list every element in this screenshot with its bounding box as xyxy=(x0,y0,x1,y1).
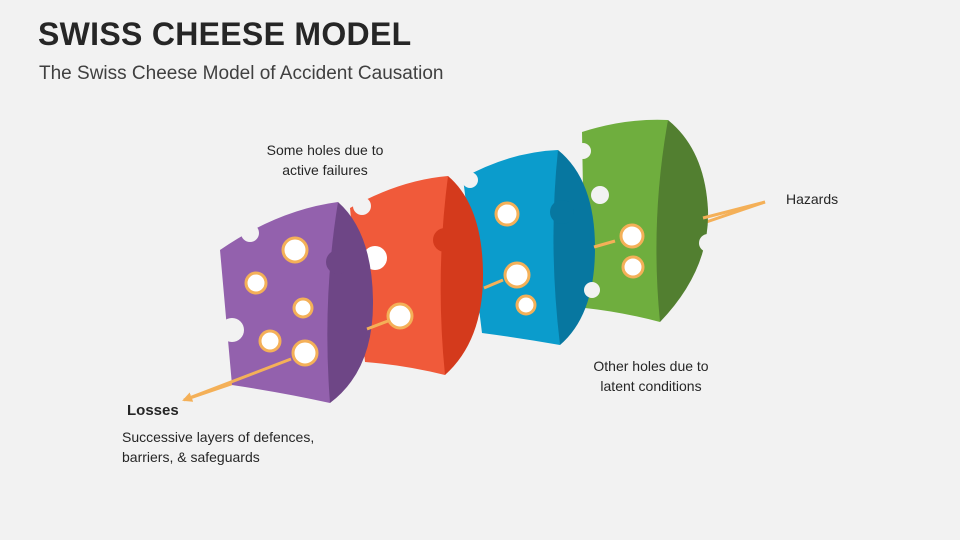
latent-conditions-label: Other holes due to latent conditions xyxy=(593,358,709,394)
hazard-arrow-tail xyxy=(702,200,766,220)
hazard-arrow-segment xyxy=(366,319,389,331)
page-subtitle: The Swiss Cheese Model of Accident Causa… xyxy=(39,63,444,84)
cheese-slice-purple xyxy=(220,202,374,403)
cheese-slice-green xyxy=(575,119,717,322)
hazard-arrow-segment xyxy=(593,239,616,249)
active-failures-label: Some holes due to active failures xyxy=(266,142,384,178)
losses-label: Losses xyxy=(127,402,179,419)
losses-arrow-head xyxy=(182,357,292,402)
hazard-arrow-segment xyxy=(483,278,504,290)
hazards-label: Hazards xyxy=(786,191,839,207)
page-title: SWISS CHEESE MODEL xyxy=(38,16,412,52)
cheese-slice-blue xyxy=(462,150,600,345)
layers-caption: Successive layers of defences, barriers,… xyxy=(122,429,315,465)
